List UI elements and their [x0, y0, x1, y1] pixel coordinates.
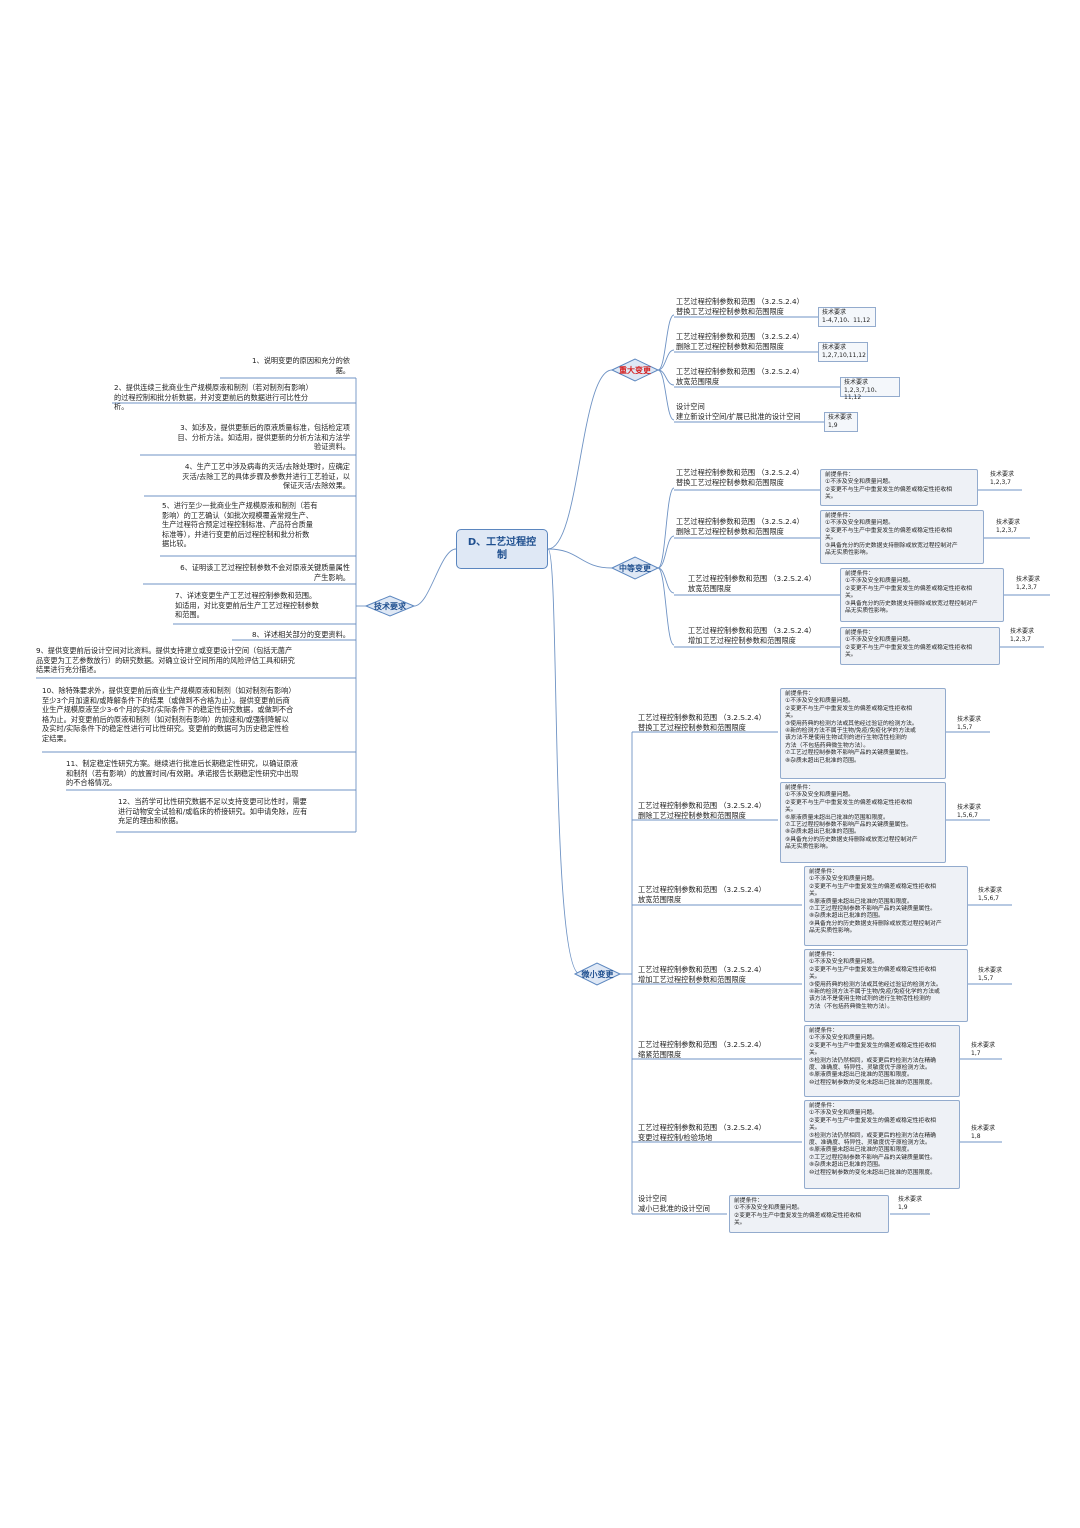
requirement-item[interactable]: 3、如涉及，提供更新后的原液质量标准，包括检定项 目、分析方法。如适用，提供更新…	[177, 423, 350, 452]
minor-item-tech: 技术要求 1,7	[971, 1042, 996, 1057]
moderate-item-label[interactable]: 工艺过程控制参数和范围 （3.2.S.2.4） 替换工艺过程控制参数和范围限度	[676, 468, 804, 487]
major-item-tech: 技术要求 1,9	[824, 412, 858, 432]
moderate-item-condition: 前提条件： ①不涉及安全和质量问题。 ②变更不与生产中重复发生的偏差或稳定性拒收…	[840, 627, 1000, 665]
requirement-item[interactable]: 5、进行至少一批商业生产规模原液和制剂（若有 影响）的工艺确认（如批次规模覆盖常…	[162, 501, 318, 549]
minor-item-condition: 前提条件： ①不涉及安全和质量问题。 ②变更不与生产中重复发生的偏差或稳定性拒收…	[804, 1025, 960, 1097]
minor-item-tech: 技术要求 1,5,6,7	[978, 887, 1003, 902]
minor-item-label[interactable]: 设计空间 减小已批准的设计空间	[638, 1194, 710, 1213]
moderate-item-label[interactable]: 工艺过程控制参数和范围 （3.2.S.2.4） 删除工艺过程控制参数和范围限度	[676, 517, 804, 536]
requirement-item[interactable]: 8、详述相关部分的变更资料。	[251, 630, 350, 639]
moderate-item-tech: 技术要求 1,2,3,7	[990, 471, 1015, 486]
moderate-item-condition: 前提条件： ①不涉及安全和质量问题。 ②变更不与生产中重复发生的偏差或稳定性拒收…	[840, 568, 1004, 622]
moderate-item-condition: 前提条件： ①不涉及安全和质量问题。 ②变更不与生产中重复发生的偏差或稳定性拒收…	[820, 510, 984, 564]
central-topic[interactable]: D、工艺过程控 制	[456, 529, 548, 569]
branch-minor-change[interactable]: 微小变更	[575, 963, 620, 985]
moderate-item-label[interactable]: 工艺过程控制参数和范围 （3.2.S.2.4） 放宽范围限度	[688, 574, 816, 593]
requirement-item[interactable]: 4、生产工艺中涉及病毒的灭活/去除处理时，应确定 灭活/去除工艺的具体步骤及参数…	[182, 462, 350, 491]
minor-item-tech: 技术要求 1,5,7	[957, 716, 982, 731]
branch-major-label: 重大变更	[619, 365, 651, 375]
moderate-item-tech: 技术要求 1,2,3,7	[1016, 576, 1041, 591]
minor-item-tech: 技术要求 1,5,6,7	[957, 804, 982, 819]
requirement-item[interactable]: 6、证明该工艺过程控制参数不会对原液关键质量属性 产生影响。	[180, 563, 350, 582]
minor-item-condition: 前提条件： ①不涉及安全和质量问题。 ②变更不与生产中重复发生的偏差或稳定性拒收…	[804, 949, 968, 1022]
branch-minor-label: 微小变更	[581, 969, 614, 979]
requirement-item[interactable]: 12、当药学可比性研究数据不足以支持变更可比性时，需要 进行动物安全试验和/或临…	[118, 797, 308, 826]
requirement-item[interactable]: 1、说明变更的原因和充分的依 据。	[251, 356, 350, 375]
branch-moderate-change[interactable]: 中等变更	[612, 557, 658, 579]
requirement-item[interactable]: 11、制定稳定性研究方案。继续进行批准后长期稳定性研究，以确证原液 和制剂（若有…	[66, 759, 299, 788]
moderate-item-label[interactable]: 工艺过程控制参数和范围 （3.2.S.2.4） 增加工艺过程控制参数和范围限度	[688, 626, 816, 645]
major-item-label[interactable]: 工艺过程控制参数和范围 （3.2.S.2.4） 替换工艺过程控制参数和范围限度	[676, 297, 804, 316]
major-item-label[interactable]: 工艺过程控制参数和范围 （3.2.S.2.4） 删除工艺过程控制参数和范围限度	[676, 332, 804, 351]
minor-item-tech: 技术要求 1,5,7	[978, 967, 1003, 982]
minor-item-label[interactable]: 工艺过程控制参数和范围 （3.2.S.2.4） 变更过程控制/检验场地	[638, 1123, 766, 1142]
moderate-item-condition: 前提条件： ①不涉及安全和质量问题。 ②变更不与生产中重复发生的偏差或稳定性拒收…	[820, 469, 978, 506]
requirement-item[interactable]: 2、提供连续三批商业生产规模原液和制剂（若对制剂有影响） 的过程控制和批分析数据…	[114, 383, 313, 412]
moderate-item-tech: 技术要求 1,2,3,7	[996, 519, 1021, 534]
major-item-label[interactable]: 设计空间 建立新设计空间/扩展已批准的设计空间	[676, 402, 801, 421]
minor-item-condition: 前提条件： ①不涉及安全和质量问题。 ②变更不与生产中重复发生的偏差或稳定性拒收…	[780, 782, 946, 863]
minor-item-condition: 前提条件： ①不涉及安全和质量问题。 ②变更不与生产中重复发生的偏差或稳定性拒收…	[729, 1195, 889, 1233]
minor-item-tech: 技术要求 1,9	[898, 1196, 923, 1211]
requirement-item[interactable]: 7、详述变更生产工艺过程控制参数和范围。 如适用，对比变更前后生产工艺过程控制参…	[175, 591, 319, 620]
minor-item-label[interactable]: 工艺过程控制参数和范围 （3.2.S.2.4） 替换工艺过程控制参数和范围限度	[638, 713, 766, 732]
major-item-tech: 技术要求 1,2,7,10,11,12	[818, 342, 868, 362]
requirement-item[interactable]: 9、提供变更前后设计空间对比资料。提供支持建立或变更设计空间（包括无菌产 品变更…	[36, 646, 295, 675]
minor-item-label[interactable]: 工艺过程控制参数和范围 （3.2.S.2.4） 增加工艺过程控制参数和范围限度	[638, 965, 766, 984]
major-item-tech: 技术要求 1,2,3,7,10、11,12	[840, 377, 900, 401]
branch-major-change[interactable]: 重大变更	[612, 359, 658, 381]
minor-item-tech: 技术要求 1,8	[971, 1125, 996, 1140]
moderate-item-tech: 技术要求 1,2,3,7	[1010, 628, 1035, 643]
tech-requirements-label: 技术要求	[374, 601, 406, 611]
minor-item-label[interactable]: 工艺过程控制参数和范围 （3.2.S.2.4） 缩紧范围限度	[638, 1040, 766, 1059]
minor-item-condition: 前提条件： ①不涉及安全和质量问题。 ②变更不与生产中重复发生的偏差或稳定性拒收…	[780, 688, 946, 779]
branch-tech-requirements[interactable]: 技术要求	[366, 596, 414, 616]
major-item-tech: 技术要求 1-4,7,10、11,12	[818, 307, 876, 327]
branch-moderate-label: 中等变更	[619, 563, 651, 573]
minor-item-condition: 前提条件： ①不涉及安全和质量问题。 ②变更不与生产中重复发生的偏差或稳定性拒收…	[804, 866, 968, 946]
major-item-label[interactable]: 工艺过程控制参数和范围 （3.2.S.2.4） 放宽范围限度	[676, 367, 804, 386]
minor-item-condition: 前提条件： ①不涉及安全和质量问题。 ②变更不与生产中重复发生的偏差或稳定性拒收…	[804, 1100, 960, 1189]
requirement-item[interactable]: 10、除特殊要求外，提供变更前后商业生产规模原液和制剂（如对制剂有影响） 至少3…	[42, 686, 296, 743]
minor-item-label[interactable]: 工艺过程控制参数和范围 （3.2.S.2.4） 放宽范围限度	[638, 885, 766, 904]
minor-item-label[interactable]: 工艺过程控制参数和范围 （3.2.S.2.4） 删除工艺过程控制参数和范围限度	[638, 801, 766, 820]
